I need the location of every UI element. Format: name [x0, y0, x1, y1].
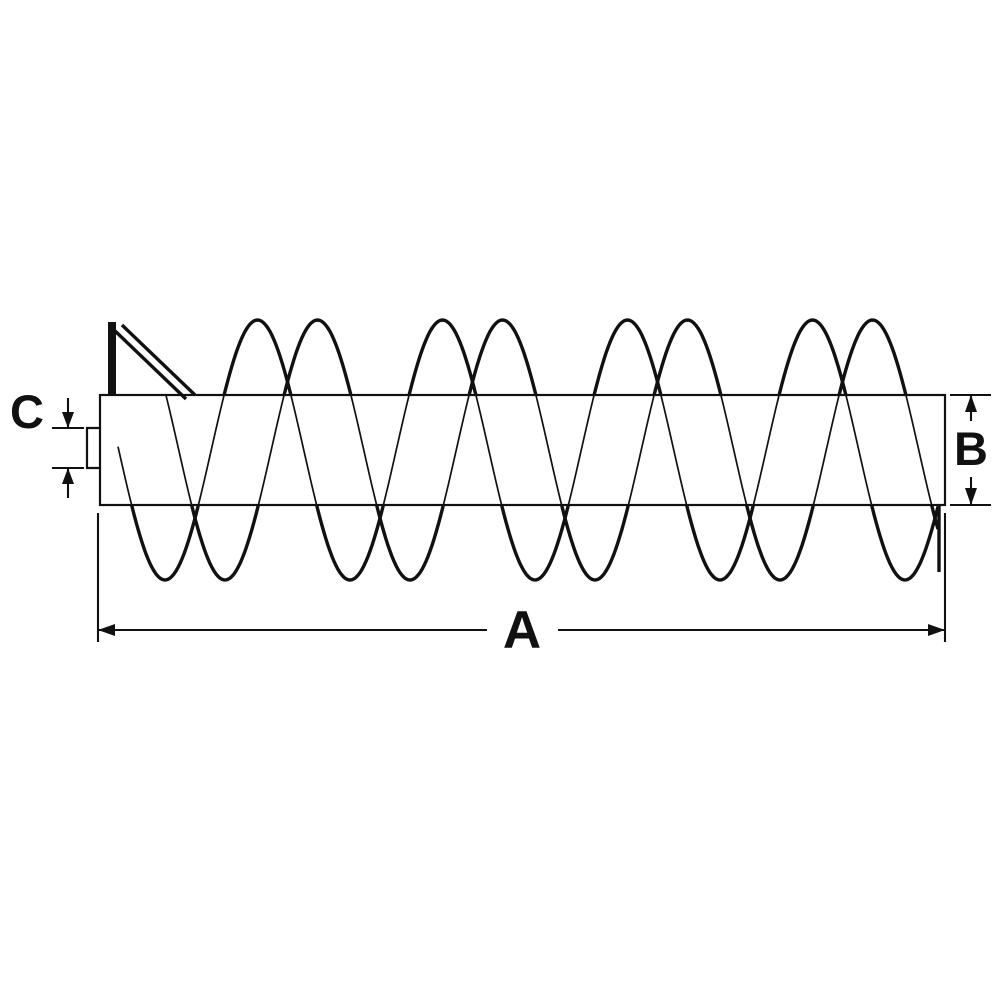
dim-b-arrowhead-top: [965, 395, 977, 412]
dimension-b-label: B: [954, 422, 988, 475]
auger-shaft-stub: [85, 426, 100, 470]
dimension-c-label: C: [10, 385, 44, 438]
flighting-start-edge: [108, 322, 197, 401]
dimension-a-label: A: [503, 601, 541, 660]
flighting-start-diagonal-2: [120, 323, 197, 397]
flighting-start-diagonal-1: [111, 327, 188, 401]
flighting-strand-2-hidden: [165, 394, 933, 506]
auger-tube: [98, 393, 947, 507]
flighting-strand-1: [116, 318, 940, 582]
dim-b-arrowhead-bottom: [965, 488, 977, 505]
dim-a-arrowhead-right: [928, 624, 945, 636]
dimension-a: A: [96, 513, 947, 660]
dimension-b: B: [950, 393, 991, 507]
dim-a-arrowhead-left: [98, 624, 115, 636]
auger-body: [85, 393, 947, 507]
dim-c-arrowhead-bottom: [62, 468, 74, 484]
dimension-c: C: [10, 385, 84, 498]
dim-c-arrowhead-top: [62, 412, 74, 428]
flighting-strand-1-hidden: [117, 394, 873, 506]
